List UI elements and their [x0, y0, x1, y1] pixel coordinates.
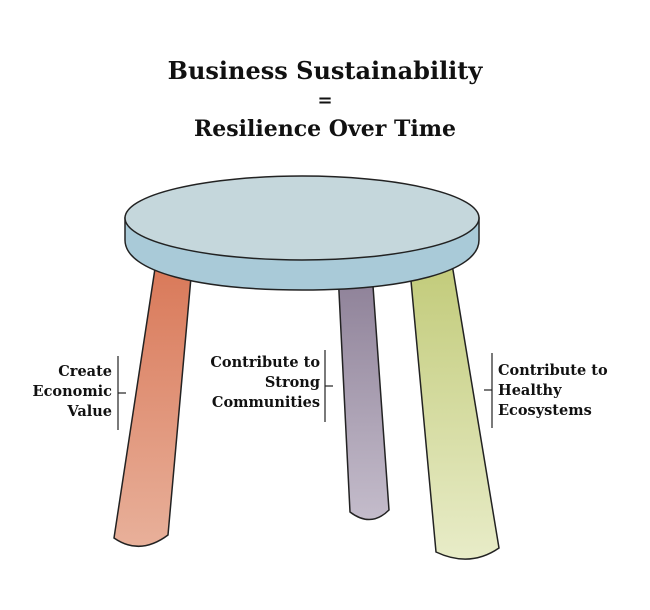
label-line: Value	[67, 403, 112, 420]
leg-communities	[337, 271, 390, 521]
label-healthy-ecosystems: Contribute to Healthy Ecosystems	[498, 361, 638, 421]
label-line: Contribute to	[498, 362, 608, 379]
label-line: Healthy	[498, 382, 562, 399]
stool-seat-top	[124, 175, 480, 261]
title-equals: =	[317, 90, 333, 111]
label-line: Contribute to	[210, 354, 320, 371]
label-line: Economic	[32, 383, 112, 400]
label-strong-communities: Contribute to Strong Communities	[198, 353, 320, 413]
title-line-2: Resilience Over Time	[194, 116, 456, 142]
label-line: Create	[58, 363, 112, 380]
label-line: Communities	[211, 394, 320, 411]
bracket-ecosystems	[484, 353, 493, 428]
leg-economic	[113, 261, 193, 547]
label-line: Strong	[264, 374, 320, 391]
label-line: Ecosystems	[498, 402, 592, 419]
leg-ecosystems	[409, 263, 500, 560]
bracket-communities	[324, 350, 333, 422]
label-create-economic-value: Create Economic Value	[20, 362, 112, 422]
bracket-economic	[117, 356, 126, 430]
title-line-1: Business Sustainability	[167, 56, 483, 85]
